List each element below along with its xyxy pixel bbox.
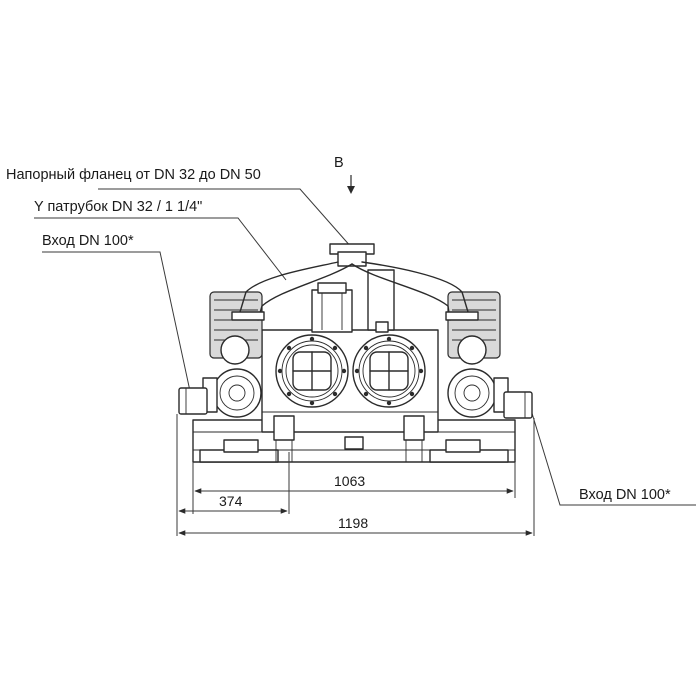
view-arrow — [347, 175, 355, 194]
leader-lines — [34, 188, 696, 506]
pump-station — [178, 243, 533, 463]
dimension-1198: 1198 — [338, 515, 368, 531]
support-feet — [223, 415, 481, 462]
inspection-port-left — [275, 334, 349, 408]
view-b-label: B — [334, 155, 344, 171]
y-branch-pipe — [231, 243, 479, 321]
dimension-374: 374 — [219, 493, 243, 509]
inlet-left-label: Вход DN 100* — [42, 233, 134, 249]
pressure-flange-label: Напорный фланец от DN 32 до DN 50 — [6, 167, 261, 183]
pump-right — [447, 291, 533, 419]
dimension-1063: 1063 — [334, 473, 365, 489]
inspection-port-right — [352, 334, 426, 408]
pump-left — [178, 291, 263, 418]
y-branch-label: Y патрубок DN 32 / 1 1/4" — [34, 199, 202, 215]
inlet-right-label: Вход DN 100* — [579, 487, 671, 503]
dimension-lines — [176, 414, 535, 536]
tank-plate — [344, 436, 364, 450]
